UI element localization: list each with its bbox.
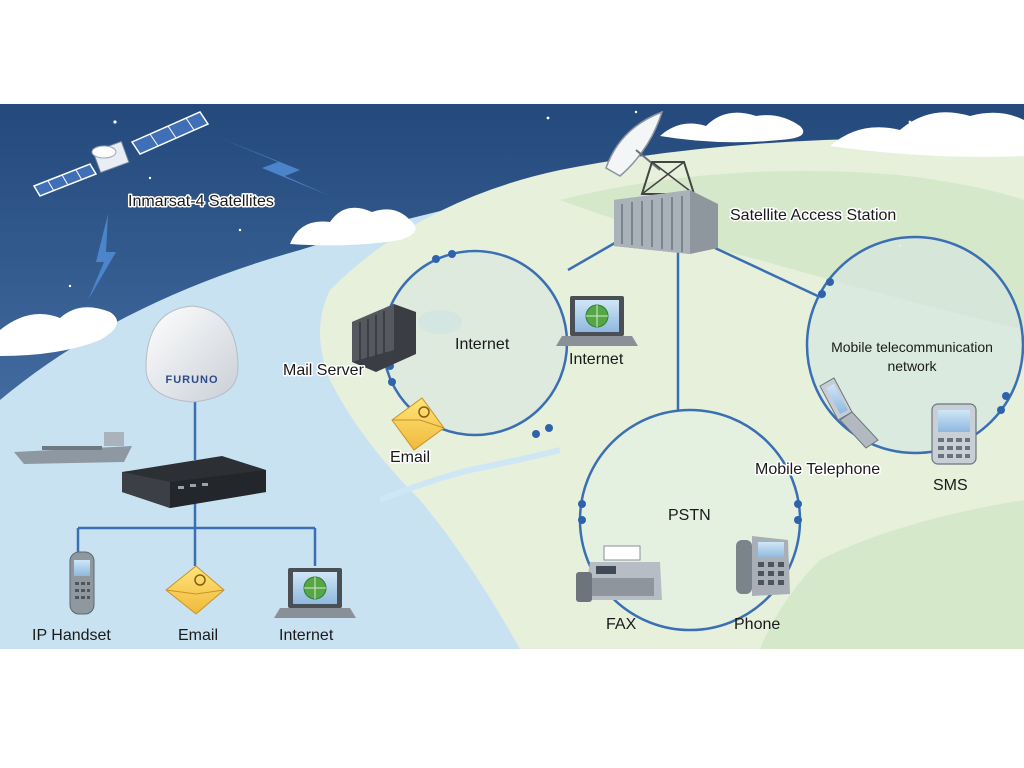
access-station-building-icon xyxy=(614,190,718,254)
satellites-label: Inmarsat-4 Satellites xyxy=(128,193,274,210)
ship-icon xyxy=(14,432,132,464)
internet-laptop-label: Internet xyxy=(569,351,624,368)
internet-circle-label: Internet xyxy=(455,336,510,353)
cloud-icon xyxy=(0,112,1024,356)
terminal-box-icon xyxy=(122,456,266,508)
access-station-label: Satellite Access Station xyxy=(730,207,896,224)
signal-bolts xyxy=(88,138,330,300)
mobile-network-label-line1: Mobile telecommunication xyxy=(831,339,993,355)
internet-ship-label: Internet xyxy=(279,627,334,644)
network-links xyxy=(76,238,823,566)
mail-server-label: Mail Server xyxy=(283,362,365,379)
email-ship-label: Email xyxy=(178,627,218,644)
circle-nodes xyxy=(386,250,1010,524)
phone-label: Phone xyxy=(734,616,780,633)
envelope-icon xyxy=(165,565,225,615)
ip-handset-label: IP Handset xyxy=(32,627,111,644)
fax-machine-icon xyxy=(576,545,662,602)
server-rack-icon xyxy=(352,304,416,372)
flip-phone-icon xyxy=(819,377,879,449)
mobile-network-label-line2: network xyxy=(887,358,937,374)
sms-label: SMS xyxy=(933,477,968,494)
laptop-icon xyxy=(274,568,356,618)
email-circle-label: Email xyxy=(390,449,430,466)
dome-brand: FURUNO xyxy=(165,374,218,386)
laptop-icon xyxy=(556,296,638,346)
radome-antenna-icon xyxy=(145,305,239,403)
fax-label: FAX xyxy=(606,616,637,633)
ip-handset-icon xyxy=(69,551,95,615)
mobile-network-circle xyxy=(805,235,1024,455)
mobile-telephone-label: Mobile Telephone xyxy=(755,461,880,478)
pstn-label: PSTN xyxy=(668,507,711,524)
desk-phone-icon xyxy=(736,536,790,596)
smartphone-icon xyxy=(931,403,977,465)
envelope-icon xyxy=(391,397,445,451)
land-shading-2 xyxy=(760,500,1024,649)
river xyxy=(378,447,561,503)
satellite-icon xyxy=(32,111,210,197)
